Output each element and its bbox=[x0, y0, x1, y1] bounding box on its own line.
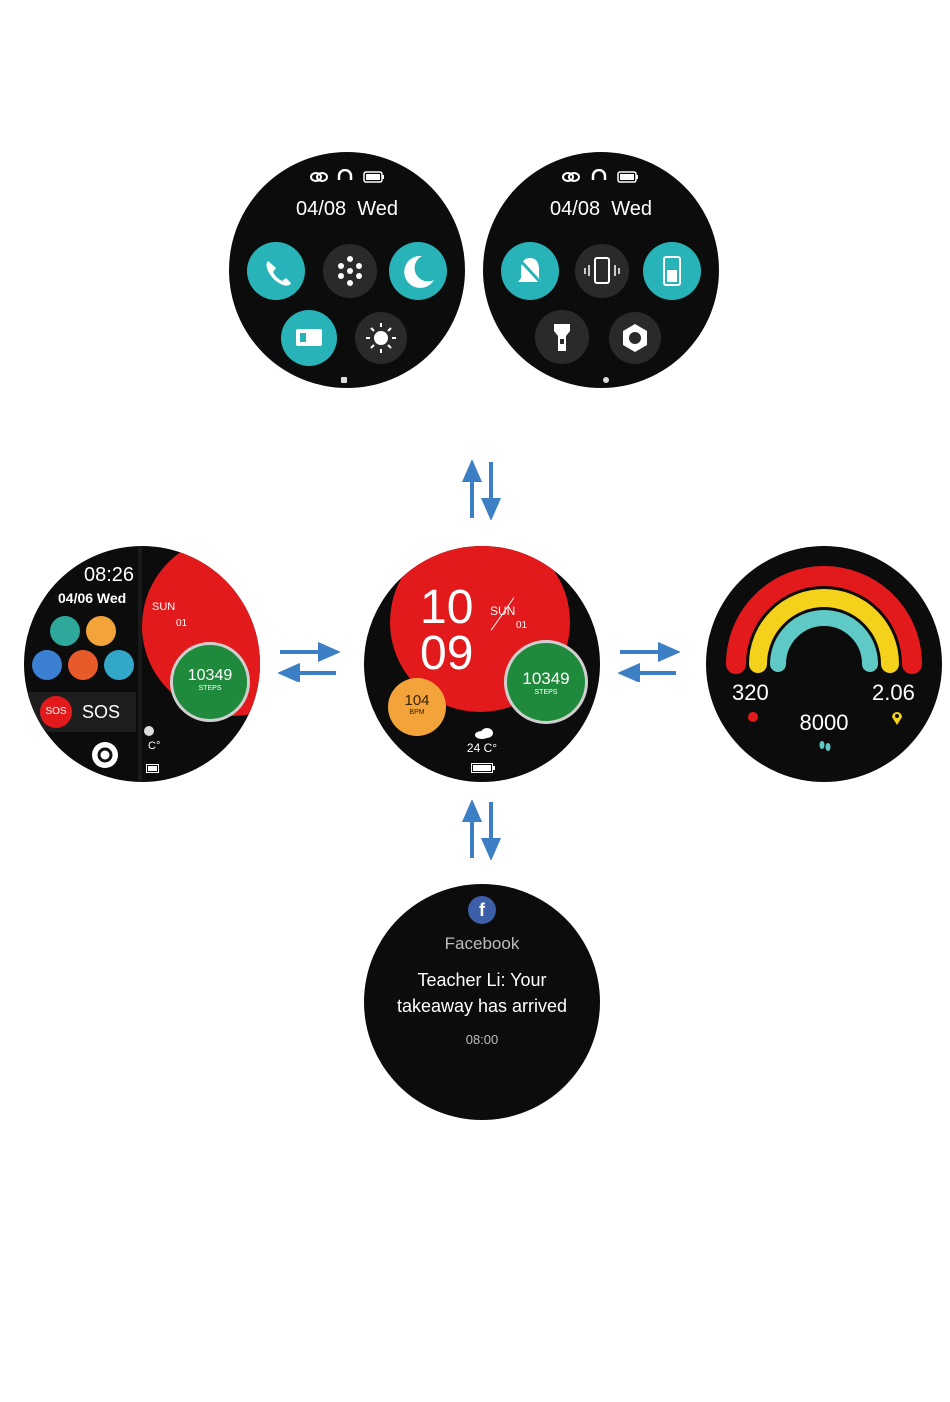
location-pin-icon bbox=[890, 710, 904, 731]
message-line-1: Teacher Li: Your bbox=[364, 970, 600, 991]
mute-button[interactable] bbox=[501, 242, 559, 300]
bell-mute-icon bbox=[501, 242, 559, 300]
steps-bubble: 10349 STEPS bbox=[504, 640, 588, 724]
swipe-up-down-arrows-bottom bbox=[462, 800, 502, 860]
phone-button[interactable] bbox=[247, 242, 305, 300]
date-row: 04/08 Wed bbox=[229, 198, 465, 221]
temperature-text: 24 C° bbox=[452, 741, 512, 755]
quick-panel-watch-1: 04/08 Wed bbox=[229, 152, 465, 388]
calories-icon bbox=[748, 712, 758, 722]
moon-icon bbox=[389, 242, 447, 300]
date-text: 04/08 bbox=[296, 198, 346, 220]
battery-icon bbox=[471, 760, 495, 778]
sos-badge-text: SOS bbox=[40, 696, 72, 728]
facebook-glyph: f bbox=[468, 896, 496, 924]
apps-grid-button[interactable] bbox=[323, 244, 377, 298]
dots-grid-icon bbox=[323, 244, 377, 298]
day-number: 01 bbox=[516, 620, 527, 631]
facebook-icon: f bbox=[468, 896, 496, 924]
menu-watch-face: 08:26 04/06 Wed SUN 01 SOS SOS 10349 STE… bbox=[24, 546, 260, 782]
steps-value: 8000 bbox=[784, 710, 864, 736]
steps-value: 10349 bbox=[507, 669, 585, 689]
calories-value: 320 bbox=[732, 680, 769, 706]
settings-icon bbox=[609, 312, 661, 364]
day-label: SUN bbox=[490, 604, 515, 618]
vibrate-icon bbox=[575, 244, 629, 298]
settings-button[interactable] bbox=[609, 312, 661, 364]
distance-value: 2.06 bbox=[872, 680, 915, 706]
date-text: 04/06 Wed bbox=[58, 590, 126, 606]
do-not-disturb-button[interactable] bbox=[389, 242, 447, 300]
activity-watch-face: 320 8000 2.06 bbox=[706, 546, 942, 782]
heart-rate-value: 104 bbox=[388, 692, 446, 709]
sos-badge[interactable]: SOS bbox=[40, 696, 72, 728]
app-name: Facebook bbox=[364, 934, 600, 954]
app-icon-3[interactable] bbox=[32, 650, 62, 680]
screen-brightness-button[interactable] bbox=[281, 310, 337, 366]
notification-watch-face[interactable]: f Facebook Teacher Li: Your takeaway has… bbox=[364, 884, 600, 1120]
weather-icon bbox=[144, 726, 154, 736]
temperature-text: C° bbox=[148, 740, 160, 752]
swipe-up-down-arrows-top bbox=[462, 460, 502, 520]
battery-icon bbox=[146, 760, 160, 778]
swipe-left-right-arrows-right bbox=[618, 642, 680, 682]
flashlight-button[interactable] bbox=[535, 310, 589, 364]
screen-brightness-icon bbox=[281, 310, 337, 366]
day-text: Wed bbox=[611, 198, 652, 220]
battery-icon bbox=[363, 170, 385, 188]
divider-line bbox=[138, 546, 142, 782]
swipe-left-right-arrows-left bbox=[278, 642, 340, 682]
day-number: 01 bbox=[176, 618, 187, 629]
steps-label: STEPS bbox=[507, 689, 585, 696]
link-icon bbox=[310, 170, 328, 188]
quick-panel-watch-2: 04/08 Wed bbox=[483, 152, 719, 388]
message-line-2: takeaway has arrived bbox=[364, 996, 600, 1017]
notification-time: 08:00 bbox=[364, 1032, 600, 1047]
flashlight-icon bbox=[535, 310, 589, 364]
phone-icon bbox=[247, 242, 305, 300]
settings-shortcut[interactable] bbox=[92, 742, 118, 768]
day-label: SUN bbox=[152, 601, 175, 613]
brightness-button[interactable] bbox=[355, 312, 407, 364]
gear-icon bbox=[92, 742, 118, 768]
steps-bubble: 10349 STEPS bbox=[170, 642, 250, 722]
steps-label: STEPS bbox=[173, 685, 247, 692]
link-icon bbox=[562, 170, 580, 188]
page-indicator bbox=[603, 377, 609, 383]
minute-text: 09 bbox=[420, 630, 473, 678]
app-icon-4[interactable] bbox=[68, 650, 98, 680]
main-watch-face: 10 09 SUN 01 10349 STEPS 104 BPM 24 C° bbox=[364, 546, 600, 782]
steps-value: 10349 bbox=[173, 667, 247, 685]
heart-rate-label: BPM bbox=[388, 709, 446, 716]
headset-icon bbox=[591, 169, 607, 187]
app-icon-1[interactable] bbox=[50, 616, 80, 646]
page-indicator bbox=[341, 377, 347, 383]
sos-label: SOS bbox=[82, 702, 120, 723]
battery-icon bbox=[617, 170, 639, 188]
time-text: 08:26 bbox=[84, 564, 134, 587]
date-row: 04/08 Wed bbox=[483, 198, 719, 221]
sun-icon bbox=[355, 312, 407, 364]
footsteps-icon bbox=[818, 739, 832, 757]
app-icon-2[interactable] bbox=[86, 616, 116, 646]
day-text: Wed bbox=[357, 198, 398, 220]
heart-rate-bubble: 104 BPM bbox=[388, 678, 446, 736]
battery-saver-icon bbox=[643, 242, 701, 300]
vibrate-button[interactable] bbox=[575, 244, 629, 298]
date-text: 04/08 bbox=[550, 198, 600, 220]
app-icon-5[interactable] bbox=[104, 650, 134, 680]
battery-saver-button[interactable] bbox=[643, 242, 701, 300]
hour-text: 10 bbox=[420, 584, 473, 632]
headset-icon bbox=[337, 169, 353, 187]
